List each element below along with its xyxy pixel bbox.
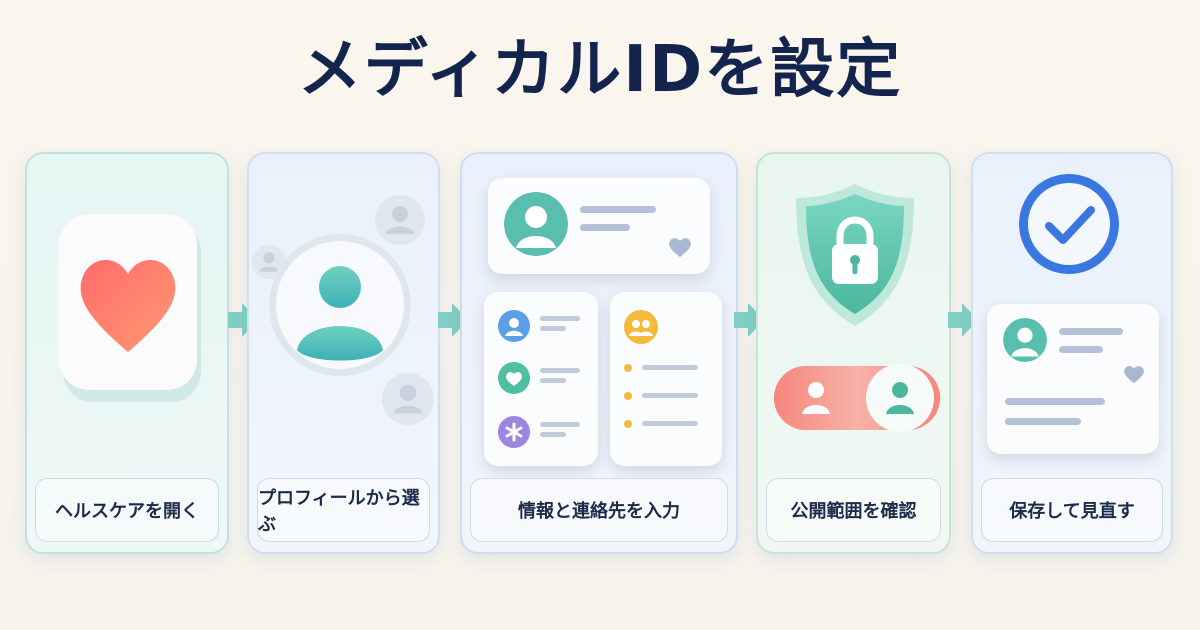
profile-icon bbox=[267, 232, 413, 382]
person-icon bbox=[498, 310, 530, 346]
health-app-icon bbox=[57, 212, 207, 406]
step-4-label: 公開範囲を確認 bbox=[766, 478, 941, 542]
contacts-card bbox=[610, 292, 722, 466]
small-avatar-icon bbox=[251, 244, 287, 284]
arrow-icon bbox=[732, 300, 766, 340]
heart-icon bbox=[498, 362, 530, 398]
visibility-toggle bbox=[772, 362, 942, 438]
avatar-icon bbox=[1003, 318, 1047, 362]
step-1-label: ヘルスケアを開く bbox=[35, 478, 219, 542]
checkmark-icon bbox=[1017, 172, 1121, 280]
step-3-label: 情報と連絡先を入力 bbox=[470, 478, 728, 542]
step-4-panel: 公開範囲を確認 bbox=[756, 152, 951, 554]
step-2-label: プロフィールから選ぶ bbox=[257, 478, 430, 542]
small-avatar-icon bbox=[381, 372, 435, 430]
step-5-panel: 保存して見直す bbox=[971, 152, 1173, 554]
heart-icon bbox=[80, 259, 176, 352]
heart-icon bbox=[668, 236, 692, 262]
heart-icon bbox=[1123, 364, 1145, 388]
small-avatar-icon bbox=[374, 194, 426, 250]
step-3-panel: 情報と連絡先を入力 bbox=[460, 152, 738, 554]
step-1-panel: ヘルスケアを開く bbox=[25, 152, 229, 554]
arrow-icon bbox=[436, 300, 470, 340]
page-title: メディカルIDを設定 bbox=[297, 33, 903, 107]
arrow-icon bbox=[946, 300, 980, 340]
step-2-panel: プロフィールから選ぶ bbox=[247, 152, 440, 554]
arrow-icon bbox=[226, 300, 260, 340]
saved-profile-card bbox=[987, 304, 1159, 454]
info-list-card bbox=[484, 292, 598, 466]
avatar-icon bbox=[504, 192, 568, 256]
shield-lock-icon bbox=[790, 180, 920, 334]
profile-card bbox=[488, 178, 710, 274]
step-5-label: 保存して見直す bbox=[981, 478, 1163, 542]
asterisk-icon bbox=[498, 416, 530, 452]
contacts-icon bbox=[624, 310, 658, 348]
